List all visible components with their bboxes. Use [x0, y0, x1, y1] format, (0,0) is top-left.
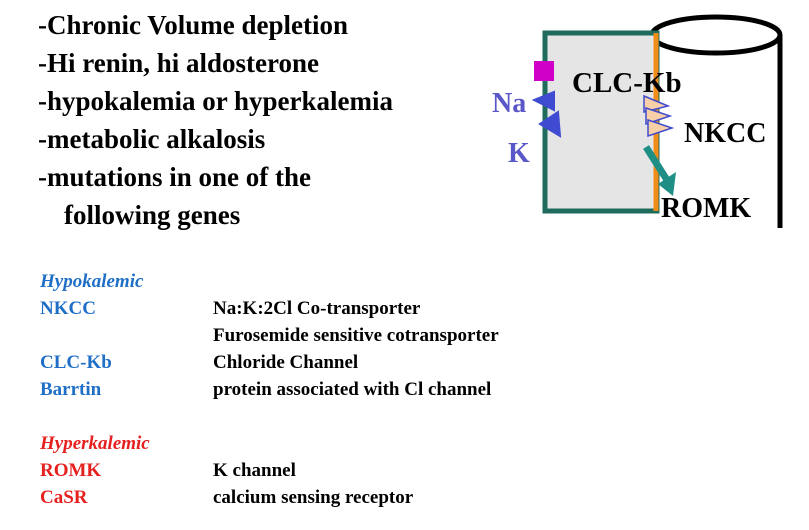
hypokalemic-heading: Hypokalemic	[40, 271, 144, 292]
table-row: Barrtin protein associated with Cl chann…	[40, 376, 499, 403]
bullet-list: -Chronic Volume depletion -Hi renin, hi …	[38, 6, 393, 234]
nephron-cell-diagram: Na K CLC-Kb NKCC ROMK	[492, 14, 783, 228]
bullet-item: following genes	[64, 200, 241, 230]
gene-description: Na:K:2Cl Co-transporter	[213, 298, 421, 319]
table-row: Furosemide sensitive cotransporter	[40, 322, 499, 349]
gene-description: Chloride Channel	[213, 352, 359, 373]
table-row: CLC-Kb Chloride Channel	[40, 349, 499, 376]
gene-name: NKCC	[40, 298, 96, 319]
label-clc-kb: CLC-Kb	[572, 67, 682, 99]
table-row: CaSR calcium sensing receptor	[40, 484, 499, 511]
bullet-item: -hypokalemia or hyperkalemia	[38, 86, 394, 116]
gene-name: CLC-Kb	[40, 352, 112, 373]
gene-name: ROMK	[40, 460, 102, 481]
nkcc-transporter-icon	[643, 94, 675, 138]
table-row: NKCC Na:K:2Cl Co-transporter	[40, 295, 499, 322]
label-na: Na	[492, 88, 526, 119]
label-nkcc: NKCC	[684, 118, 766, 149]
na-k-pump-square	[534, 61, 554, 81]
bullet-item: -mutations in one of the	[38, 162, 312, 192]
table-spacer	[40, 403, 499, 430]
na-k-pump-triangles-icon	[531, 90, 562, 138]
gene-name	[40, 322, 213, 349]
bullet-item: -Hi renin, hi aldosterone	[38, 48, 320, 78]
gene-description: calcium sensing receptor	[213, 487, 414, 508]
hyperkalemic-heading: Hyperkalemic	[40, 433, 150, 454]
gene-name: Barrtin	[40, 379, 102, 400]
gene-description: Furosemide sensitive cotransporter	[213, 325, 499, 346]
bullet-item: -metabolic alkalosis	[38, 124, 266, 154]
label-k: K	[508, 138, 530, 169]
gene-table: Hypokalemic NKCC Na:K:2Cl Co-transporter…	[40, 268, 499, 511]
gene-name: CaSR	[40, 487, 88, 508]
label-romk: ROMK	[661, 193, 751, 224]
romk-arrow-icon	[643, 145, 676, 196]
table-row: ROMK K channel	[40, 457, 499, 484]
gene-description: protein associated with Cl channel	[213, 379, 492, 400]
gene-description: K channel	[213, 460, 296, 481]
bullet-item: -Chronic Volume depletion	[38, 10, 349, 40]
epithelial-cell	[542, 30, 660, 214]
